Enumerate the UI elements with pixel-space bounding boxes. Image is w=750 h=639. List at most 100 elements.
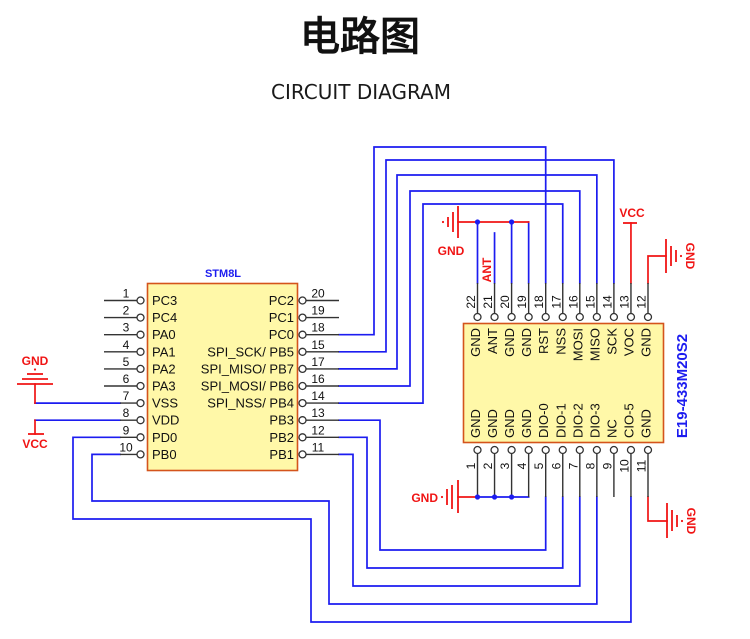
junction-dot [474,219,481,225]
pin-terminal [298,416,307,425]
pin-number: 8 [583,462,597,469]
pin-label: SPI_MISO/ PB7 [201,361,294,376]
pin-label: VDD [152,413,179,428]
module-pins: 22GND21ANT20GND19GND18RST17NSS16MOSI15MI… [464,283,654,497]
pin-number: 9 [123,423,130,437]
gnd-label: GND [22,354,49,368]
wire-pb3-dio-0 [338,419,547,551]
pin-number: 18 [311,321,325,335]
wire-pc0-rst [338,146,547,336]
pin-number: 20 [311,287,325,301]
pin-label: DIO-3 [587,403,602,438]
gnd-label: GND [411,491,438,505]
page-title: 电路图 [300,14,420,60]
pin-label: GND [502,409,517,438]
pin-terminal [473,312,482,322]
pin-label: PB3 [269,413,294,428]
pin-number: 20 [498,295,512,309]
pin-label: PA3 [152,379,176,394]
pin-label: RST [536,328,551,354]
pin-label: DIO-1 [553,403,568,438]
wire-pb2-dio-1 [338,436,564,569]
wire-pd0-cio-5 [72,436,632,623]
mcu-body [146,282,299,472]
vcc-symbol-top: VCC [619,206,645,224]
pin-number: 14 [311,389,325,403]
pin-number: 2 [123,304,130,318]
pin-terminal [136,433,145,442]
pin-label: PA1 [152,344,176,359]
gnd-symbol-pin12: GND [665,239,697,273]
pin-label: DIO-2 [570,403,585,438]
pin-terminal [298,433,307,442]
pin-terminal [136,381,145,391]
pin-terminal [524,312,533,322]
pin-label: GND [639,409,654,438]
pin-number: 9 [600,462,614,469]
gnd-dot [33,368,37,371]
pin-number: 4 [515,462,529,469]
pin-number: 10 [617,459,631,473]
pin-number: 4 [123,338,130,352]
pin-terminal [298,381,307,391]
pin-label: PB0 [152,447,177,462]
module-pin-8: 8 DIO-3 [583,403,602,497]
pin-terminal [643,445,653,455]
pin-label: ANT [485,328,500,354]
pin-number: 14 [600,295,614,309]
pin-terminal [298,296,307,305]
pin-number: 3 [123,321,130,335]
pin-terminal [541,445,550,455]
pin-number: 21 [481,295,495,309]
pin-number: 16 [311,372,325,386]
pin-number: 17 [549,295,563,309]
pin-number: 11 [635,459,649,472]
pin-number: 13 [617,295,631,309]
pin-label: MOSI [570,328,585,361]
mcu-name: STM8L [205,268,241,280]
gnd-label: GND [438,244,465,258]
pin-terminal [541,312,550,322]
ant-label: ANT [480,257,494,282]
pin-terminal [298,313,307,322]
gnd-symbol-vss: GND [17,354,53,385]
pin-label: GND [485,409,500,438]
module-pin-10: 10 CIO-5 [617,403,636,497]
pin-label: PC0 [269,327,294,342]
pin-number: 12 [635,295,649,309]
wires [34,146,668,623]
pin-label: SPI_NSS/ PB4 [207,396,294,411]
pin-label: SPI_MOSI/ PB6 [201,379,294,394]
pin-label: SPI_SCK/ PB5 [207,344,294,359]
pin-terminal [507,312,516,322]
pin-terminal [609,312,619,322]
pin-terminal [136,296,145,305]
pin-number: 5 [123,355,130,369]
pin-number: 6 [123,372,130,386]
pin-terminal [575,445,584,455]
module-pin-9: 9NC [600,419,619,497]
pin-label: NSS [553,328,568,355]
pin-terminal [524,445,533,455]
pin-number: 19 [515,295,529,309]
pin-label: CIO-5 [621,403,636,438]
pin-label: GND [519,409,534,438]
pin-label: GND [468,328,483,357]
pin-label: PB1 [269,447,294,462]
mcu-pin-pa1: 4 PA1 [104,338,176,359]
gnd-label: GND [683,243,697,270]
pin-number: 17 [311,355,325,369]
